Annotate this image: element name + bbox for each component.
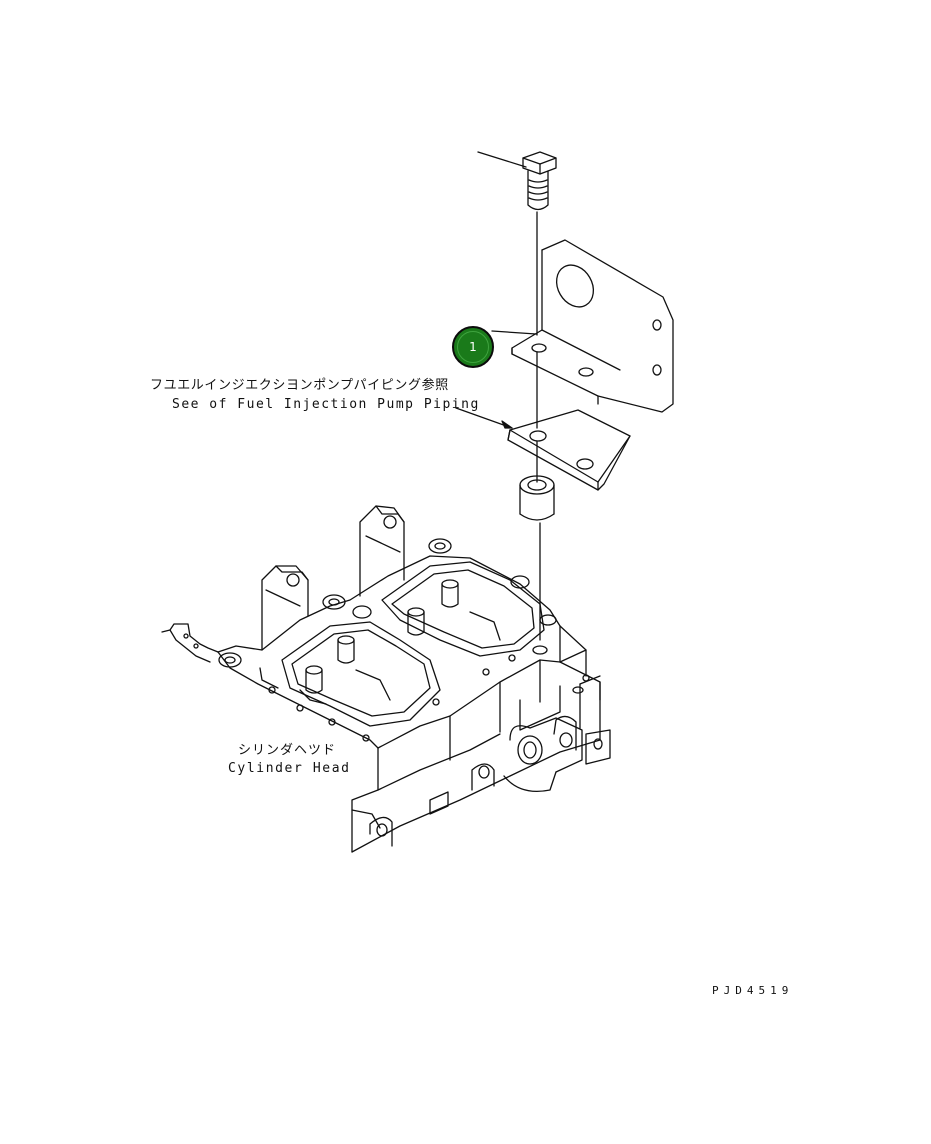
callout-1[interactable]: 1 [452,326,494,368]
callout-ring [457,331,489,363]
cylinder-head-label-en: Cylinder Head [228,761,351,776]
drawing-number: PJD4519 [712,984,794,997]
fuel-pump-reference-en: See of Fuel Injection Pump Piping [172,397,480,412]
callout-leader [492,331,536,334]
fuel-pump-reference-jp: フユエルインジエクシヨンポンプパイピング参照 [150,378,449,393]
bolt [478,152,556,335]
bracket [512,240,673,428]
reference-leader [456,408,512,428]
cylinder-head [162,506,610,852]
cylinder-head-label-jp: シリンダヘツド [238,743,337,758]
plate [508,410,630,490]
